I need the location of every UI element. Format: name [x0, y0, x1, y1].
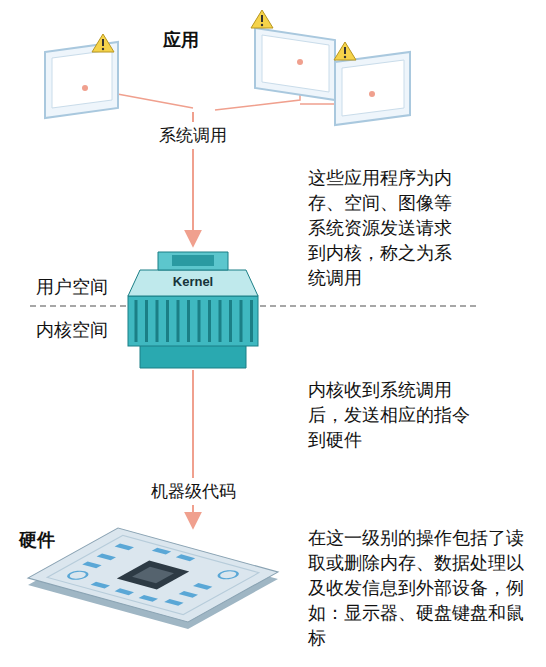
space-label: 用户空间 — [36, 275, 108, 299]
description-note: 在这一级别的操作包括了读取或删除内存、数据处理以及收发信息到外部设备，例如：显示… — [308, 526, 540, 651]
space-label: 内核空间 — [36, 318, 108, 342]
description-note: 这些应用程序为内存、空间、图像等系统资源发送请求到内核，称之为系统调用 — [308, 166, 460, 291]
app-window — [251, 10, 335, 100]
kernel-box: Kernel — [118, 246, 268, 370]
node-heading: 硬件 — [19, 528, 55, 552]
app-group: 应用 — [40, 0, 346, 112]
kernel-chip — [128, 252, 258, 368]
edge-label: 系统调用 — [156, 122, 230, 149]
edge-label: 机器级代码 — [148, 478, 239, 505]
description-note: 内核收到系统调用后，发送相应的指令到硬件 — [308, 378, 478, 453]
node-heading: 应用 — [163, 28, 199, 52]
hardware-board — [28, 528, 278, 629]
kernel-label: Kernel — [169, 274, 217, 289]
app-window — [45, 34, 118, 118]
app-window — [334, 42, 410, 125]
hardware-box: 硬件 — [15, 528, 285, 638]
